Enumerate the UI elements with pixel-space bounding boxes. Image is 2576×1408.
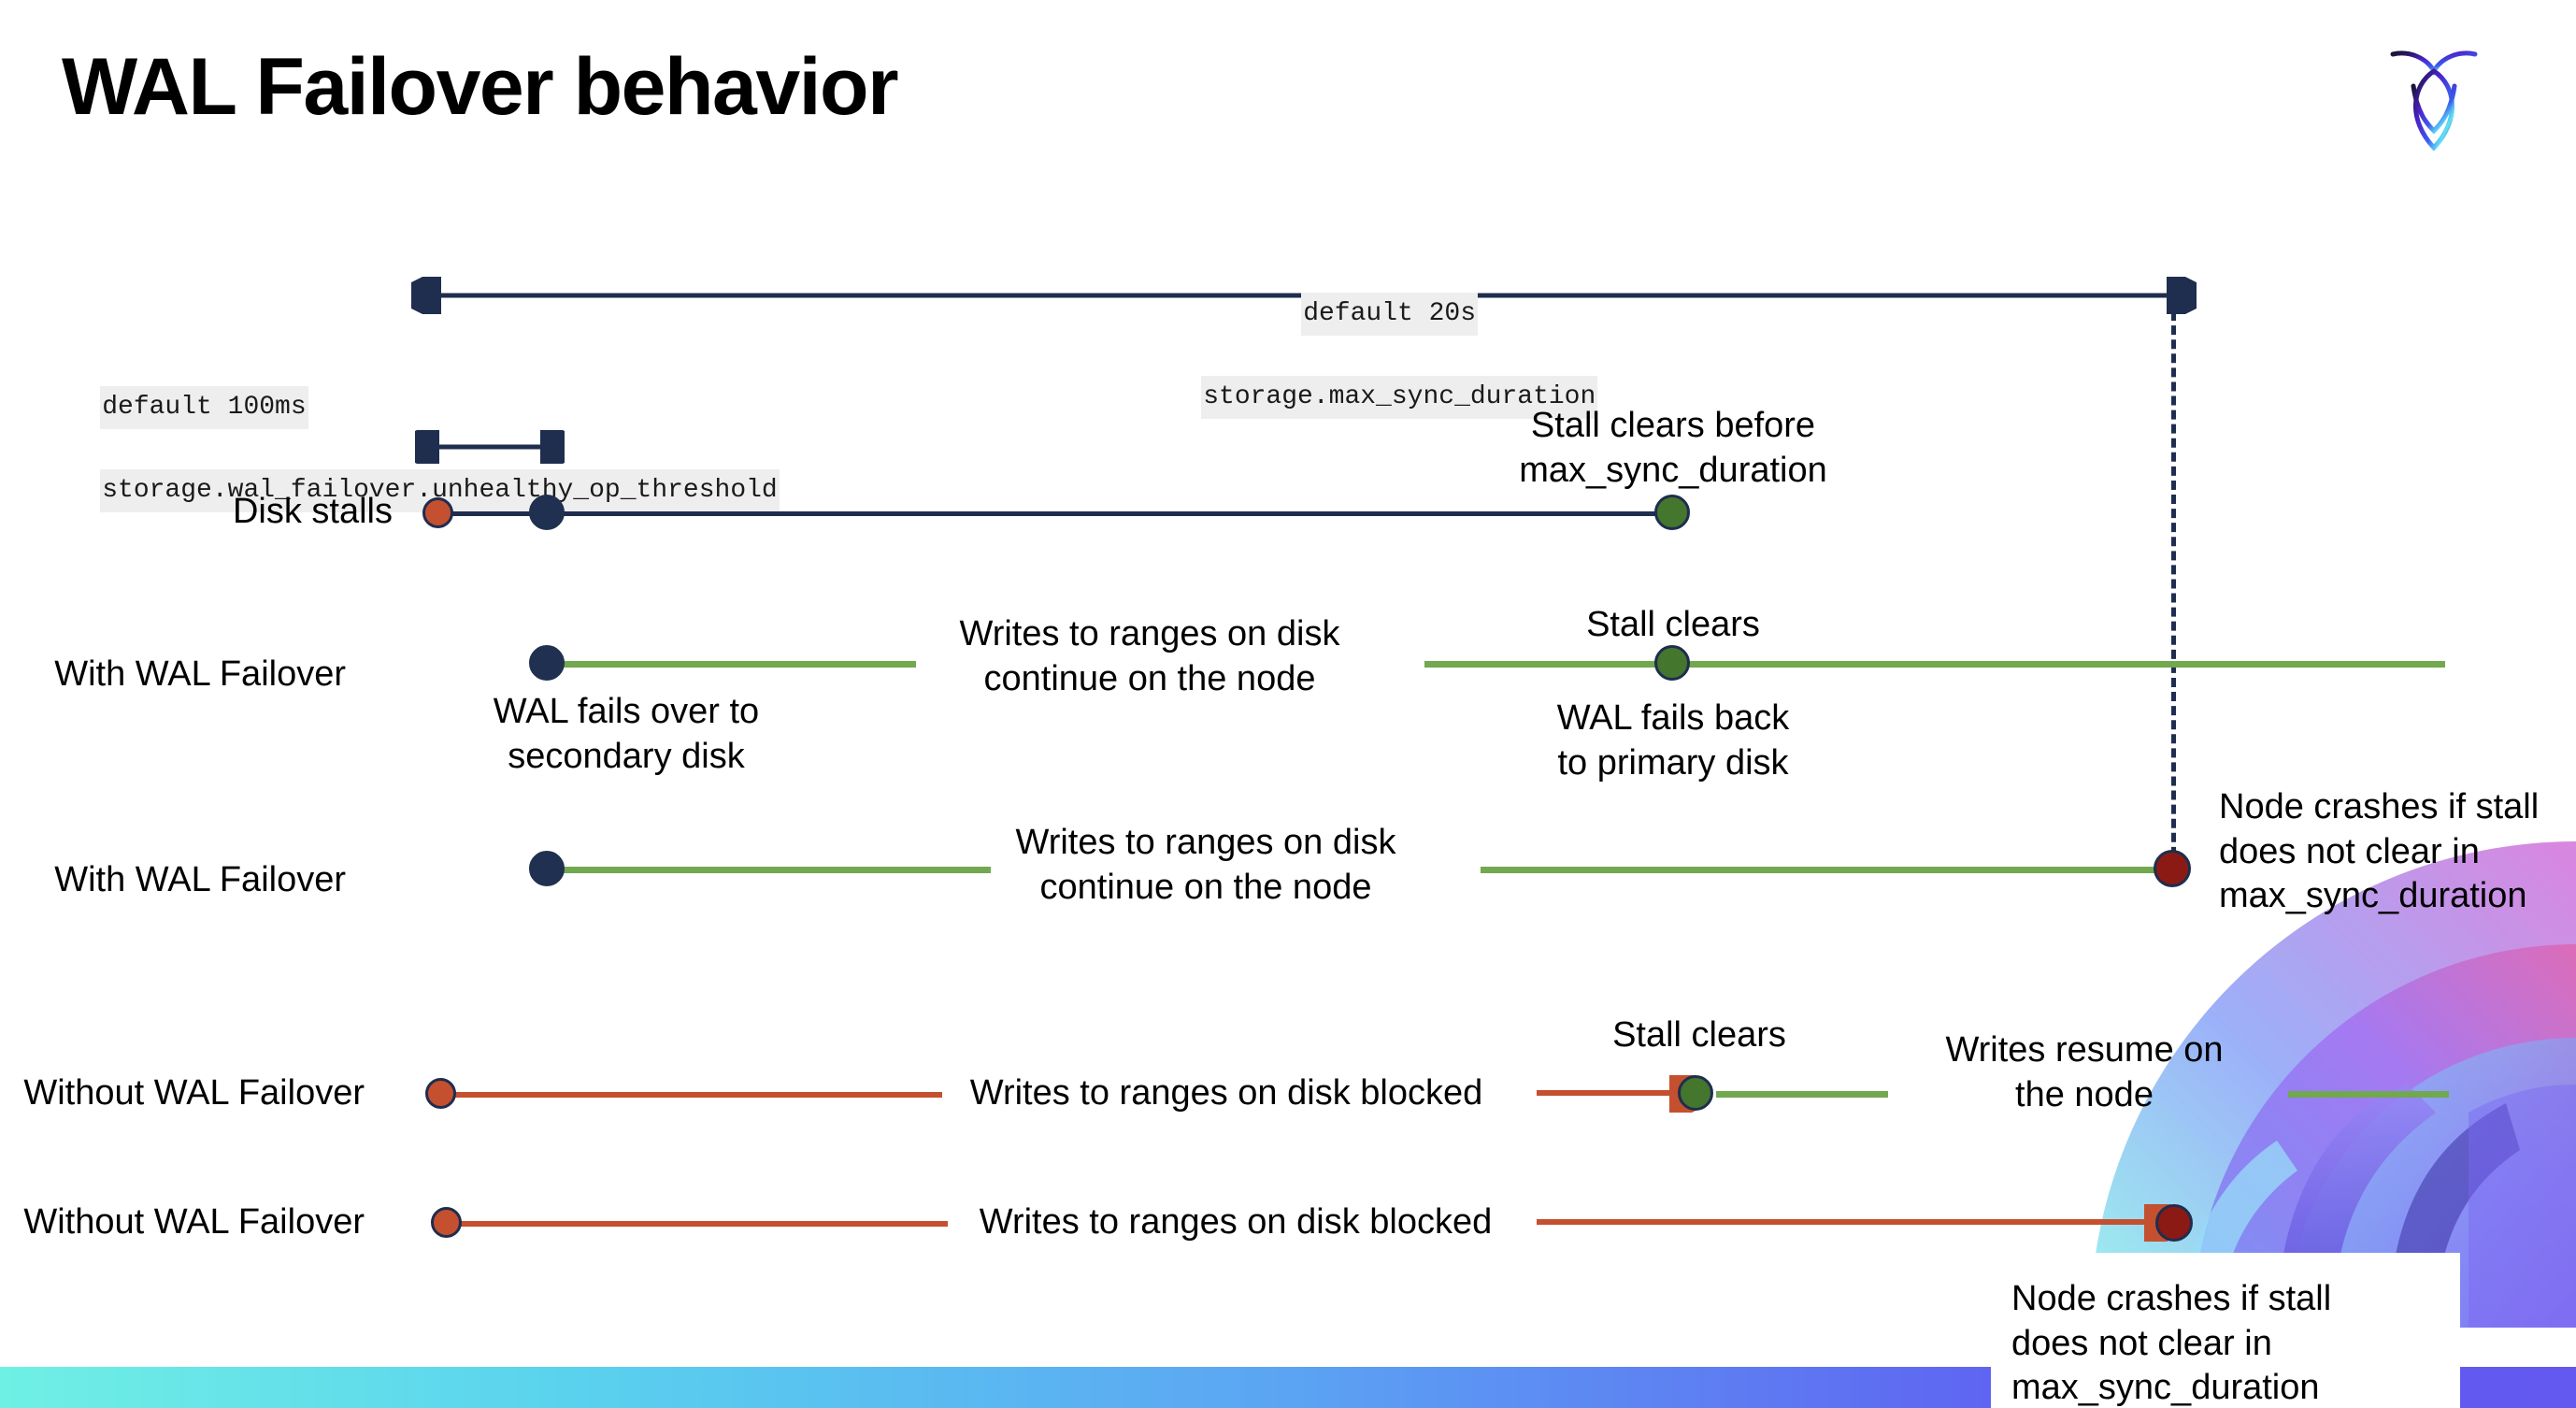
row-label-without-wal-failover-2: Without WAL Failover <box>23 1202 365 1242</box>
without-failover-2-blocked-arrow <box>1537 1204 2178 1242</box>
disk-stall-start-dot <box>422 497 453 528</box>
without-failover-1-resume-segment-right <box>2288 1091 2449 1098</box>
unhealthy-op-default-text: default 100ms <box>100 386 308 429</box>
wal-fails-over-line1: WAL fails over to <box>493 692 760 731</box>
with-failover-2-segment-right <box>1481 867 2182 873</box>
without-failover-1-stall-start-dot <box>425 1078 456 1109</box>
writes-continue-2-line1: Writes to ranges on disk <box>1015 823 1396 862</box>
writes-resume-line1: Writes resume on <box>1945 1030 2224 1070</box>
node-crashes-row5-line3: max_sync_duration <box>2011 1368 2320 1407</box>
row-label-disk-stalls: Disk stalls <box>232 492 393 531</box>
annotation-writes-blocked-row4: Writes to ranges on disk blocked <box>969 1073 1483 1113</box>
with-failover-1-stall-clears-dot <box>1654 645 1690 681</box>
annotation-wal-fails-over: WAL fails over to secondary disk <box>430 690 823 779</box>
disk-stall-clears-dot <box>1654 495 1690 530</box>
wal-fails-back-line1: WAL fails back <box>1556 698 1790 738</box>
annotation-writes-continue-1: Writes to ranges on disk continue on the… <box>935 612 1365 701</box>
annotation-wal-fails-back: WAL fails back to primary disk <box>1477 697 1869 785</box>
max-sync-duration-label: default 20s storage.max_sync_duration <box>1138 252 1598 459</box>
node-crashes-row3-line3: max_sync_duration <box>2219 876 2527 915</box>
node-crashes-row5-line2: does not clear in <box>2011 1323 2272 1363</box>
without-failover-2-blocked-segment-left <box>452 1221 948 1227</box>
row-label-with-wal-failover-2: With WAL Failover <box>54 860 346 899</box>
writes-continue-1-line1: Writes to ranges on disk <box>959 614 1340 654</box>
without-failover-1-blocked-segment-left <box>447 1092 942 1098</box>
annotation-stall-clears-row2: Stall clears <box>1586 605 1760 644</box>
node-crashes-row3-line1: Node crashes if stall <box>2219 787 2540 826</box>
writes-continue-2-line2: continue on the node <box>1039 867 1372 907</box>
max-sync-default-text: default 20s <box>1301 293 1479 336</box>
with-failover-1-segment-right <box>1424 661 2445 668</box>
max-sync-duration-dashed-guide <box>2171 297 2176 884</box>
wal-fails-back-line2: to primary disk <box>1557 742 1789 783</box>
with-failover-1-segment-left <box>542 661 916 668</box>
without-failover-1-resume-segment-mid <box>1716 1091 1888 1098</box>
disk-stall-threshold-dot <box>529 495 565 530</box>
node-crashes-callout-box: Node crashes if stall does not clear in … <box>1991 1253 2460 1408</box>
without-failover-2-node-crash-dot <box>2155 1204 2193 1242</box>
max-sync-setting-text: storage.max_sync_duration <box>1201 376 1598 419</box>
without-failover-1-blocked-arrow <box>1537 1075 1701 1113</box>
annotation-node-crashes-row3: Node crashes if stall does not clear in … <box>2219 785 2574 919</box>
row-label-without-wal-failover-1: Without WAL Failover <box>23 1073 365 1113</box>
annotation-writes-resume: Writes resume on the node <box>1907 1028 2262 1117</box>
without-failover-2-stall-start-dot <box>431 1207 462 1238</box>
node-crashes-row3-line2: does not clear in <box>2219 831 2480 871</box>
row-label-with-wal-failover-1: With WAL Failover <box>54 654 346 694</box>
disk-stalls-timeline <box>437 511 1671 516</box>
unhealthy-op-threshold-span-arrow <box>415 430 565 464</box>
annotation-stall-clears-before-max-sync: Stall clears before max_sync_duration <box>1477 404 1869 493</box>
with-failover-2-node-crash-dot <box>2154 850 2191 887</box>
writes-resume-line2: the node <box>2015 1074 2154 1114</box>
without-failover-1-stall-clears-dot <box>1678 1075 1713 1111</box>
with-failover-2-segment-left <box>542 867 991 873</box>
writes-continue-1-line2: continue on the node <box>983 658 1316 698</box>
page-title: WAL Failover behavior <box>62 42 899 132</box>
annotation-writes-continue-2: Writes to ranges on disk continue on the… <box>991 821 1421 910</box>
wal-fails-over-line2: secondary disk <box>508 736 745 776</box>
annotation-writes-blocked-row5: Writes to ranges on disk blocked <box>979 1202 1493 1242</box>
annotation-node-crashes-row5: Node crashes if stall does not clear in … <box>2011 1277 2460 1408</box>
annotation-stall-clears-row4: Stall clears <box>1612 1015 1786 1055</box>
unhealthy-op-setting-text: storage.wal_failover.unhealthy_op_thresh… <box>100 469 780 512</box>
unhealthy-op-threshold-label: default 100ms storage.wal_failover.unhea… <box>37 346 780 553</box>
with-failover-2-failover-dot <box>529 851 565 886</box>
stall-clears-before-line2: max_sync_duration <box>1519 450 1827 490</box>
cockroachdb-logo-icon <box>2382 34 2486 155</box>
with-failover-1-failover-dot <box>529 645 565 681</box>
stall-clears-before-line1: Stall clears before <box>1530 406 1816 445</box>
node-crashes-row5-line1: Node crashes if stall <box>2011 1279 2332 1318</box>
